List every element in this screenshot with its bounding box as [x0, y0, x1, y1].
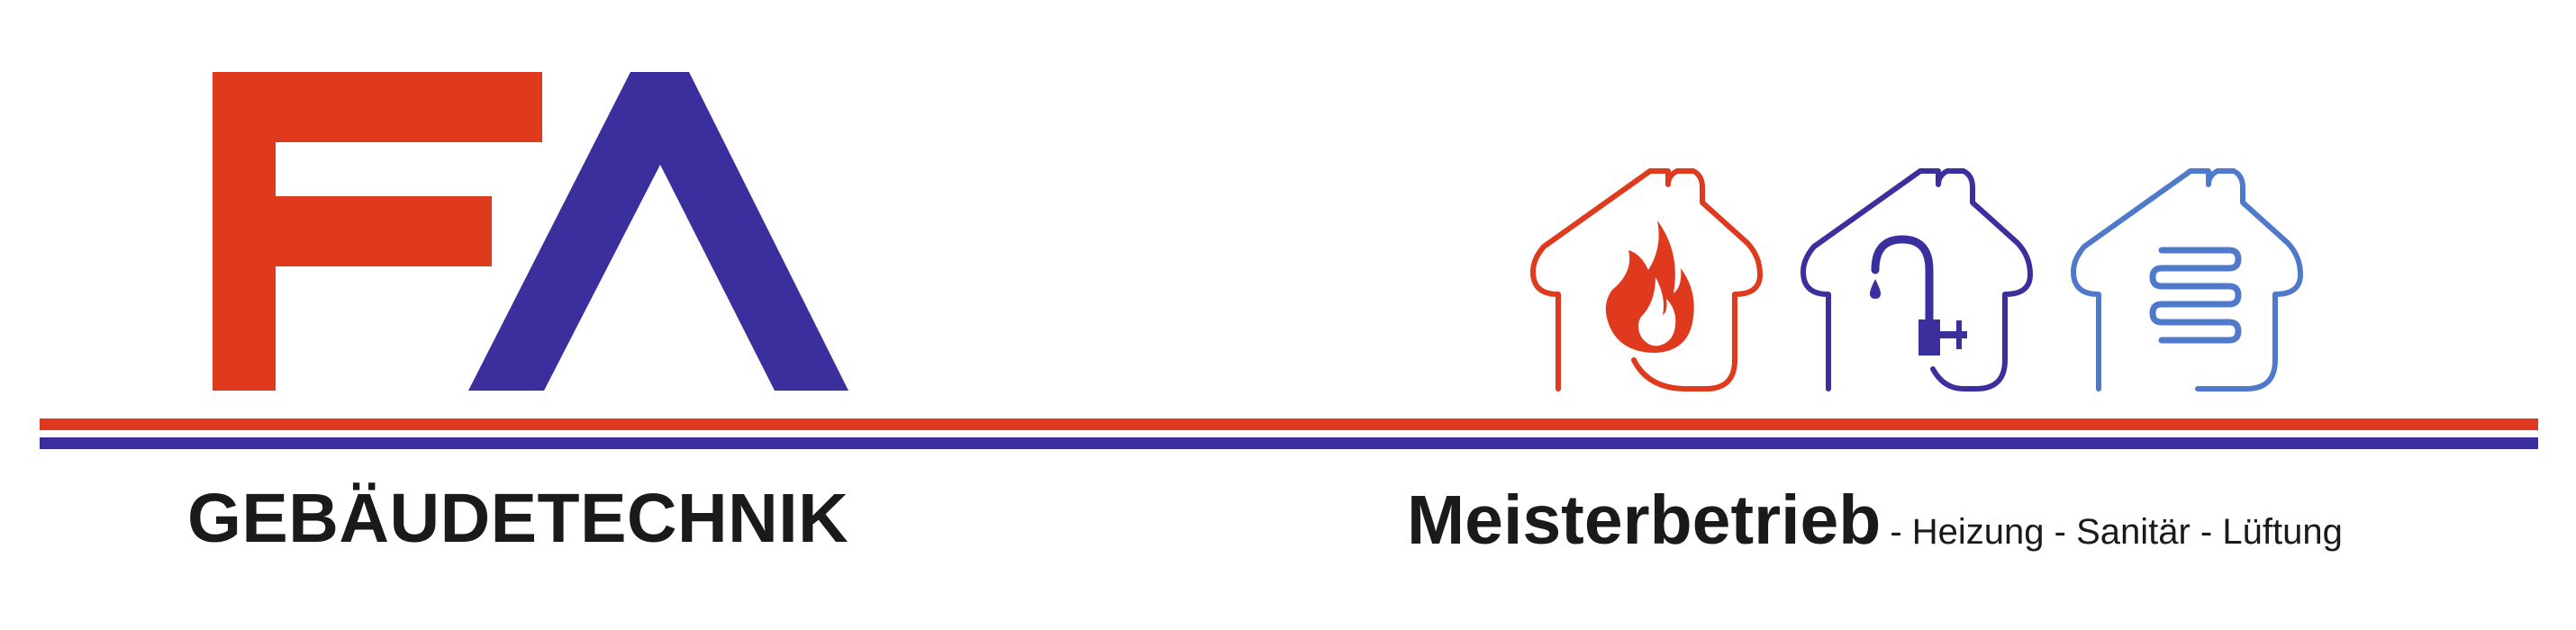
blue-stripe [40, 437, 2538, 449]
fa-logo-mark: FA [213, 72, 848, 391]
faucet-house-icon [1800, 168, 2033, 392]
logo-letter-f [213, 72, 542, 391]
tagline-services: - Heizung - Sanitär - Lüftung [1890, 512, 2343, 552]
tagline-main: Meisterbetrieb [1407, 482, 1882, 559]
flame-house-icon [1530, 168, 1763, 392]
logo-letter-a [468, 72, 848, 391]
radiator-house-icon [2071, 168, 2303, 392]
company-name: GEBÄUDETECHNIK [187, 480, 849, 557]
tagline: Meisterbetrieb- Heizung - Sanitär - Lüft… [1407, 486, 2343, 555]
service-icons [1530, 168, 2303, 392]
red-stripe [40, 418, 2538, 430]
